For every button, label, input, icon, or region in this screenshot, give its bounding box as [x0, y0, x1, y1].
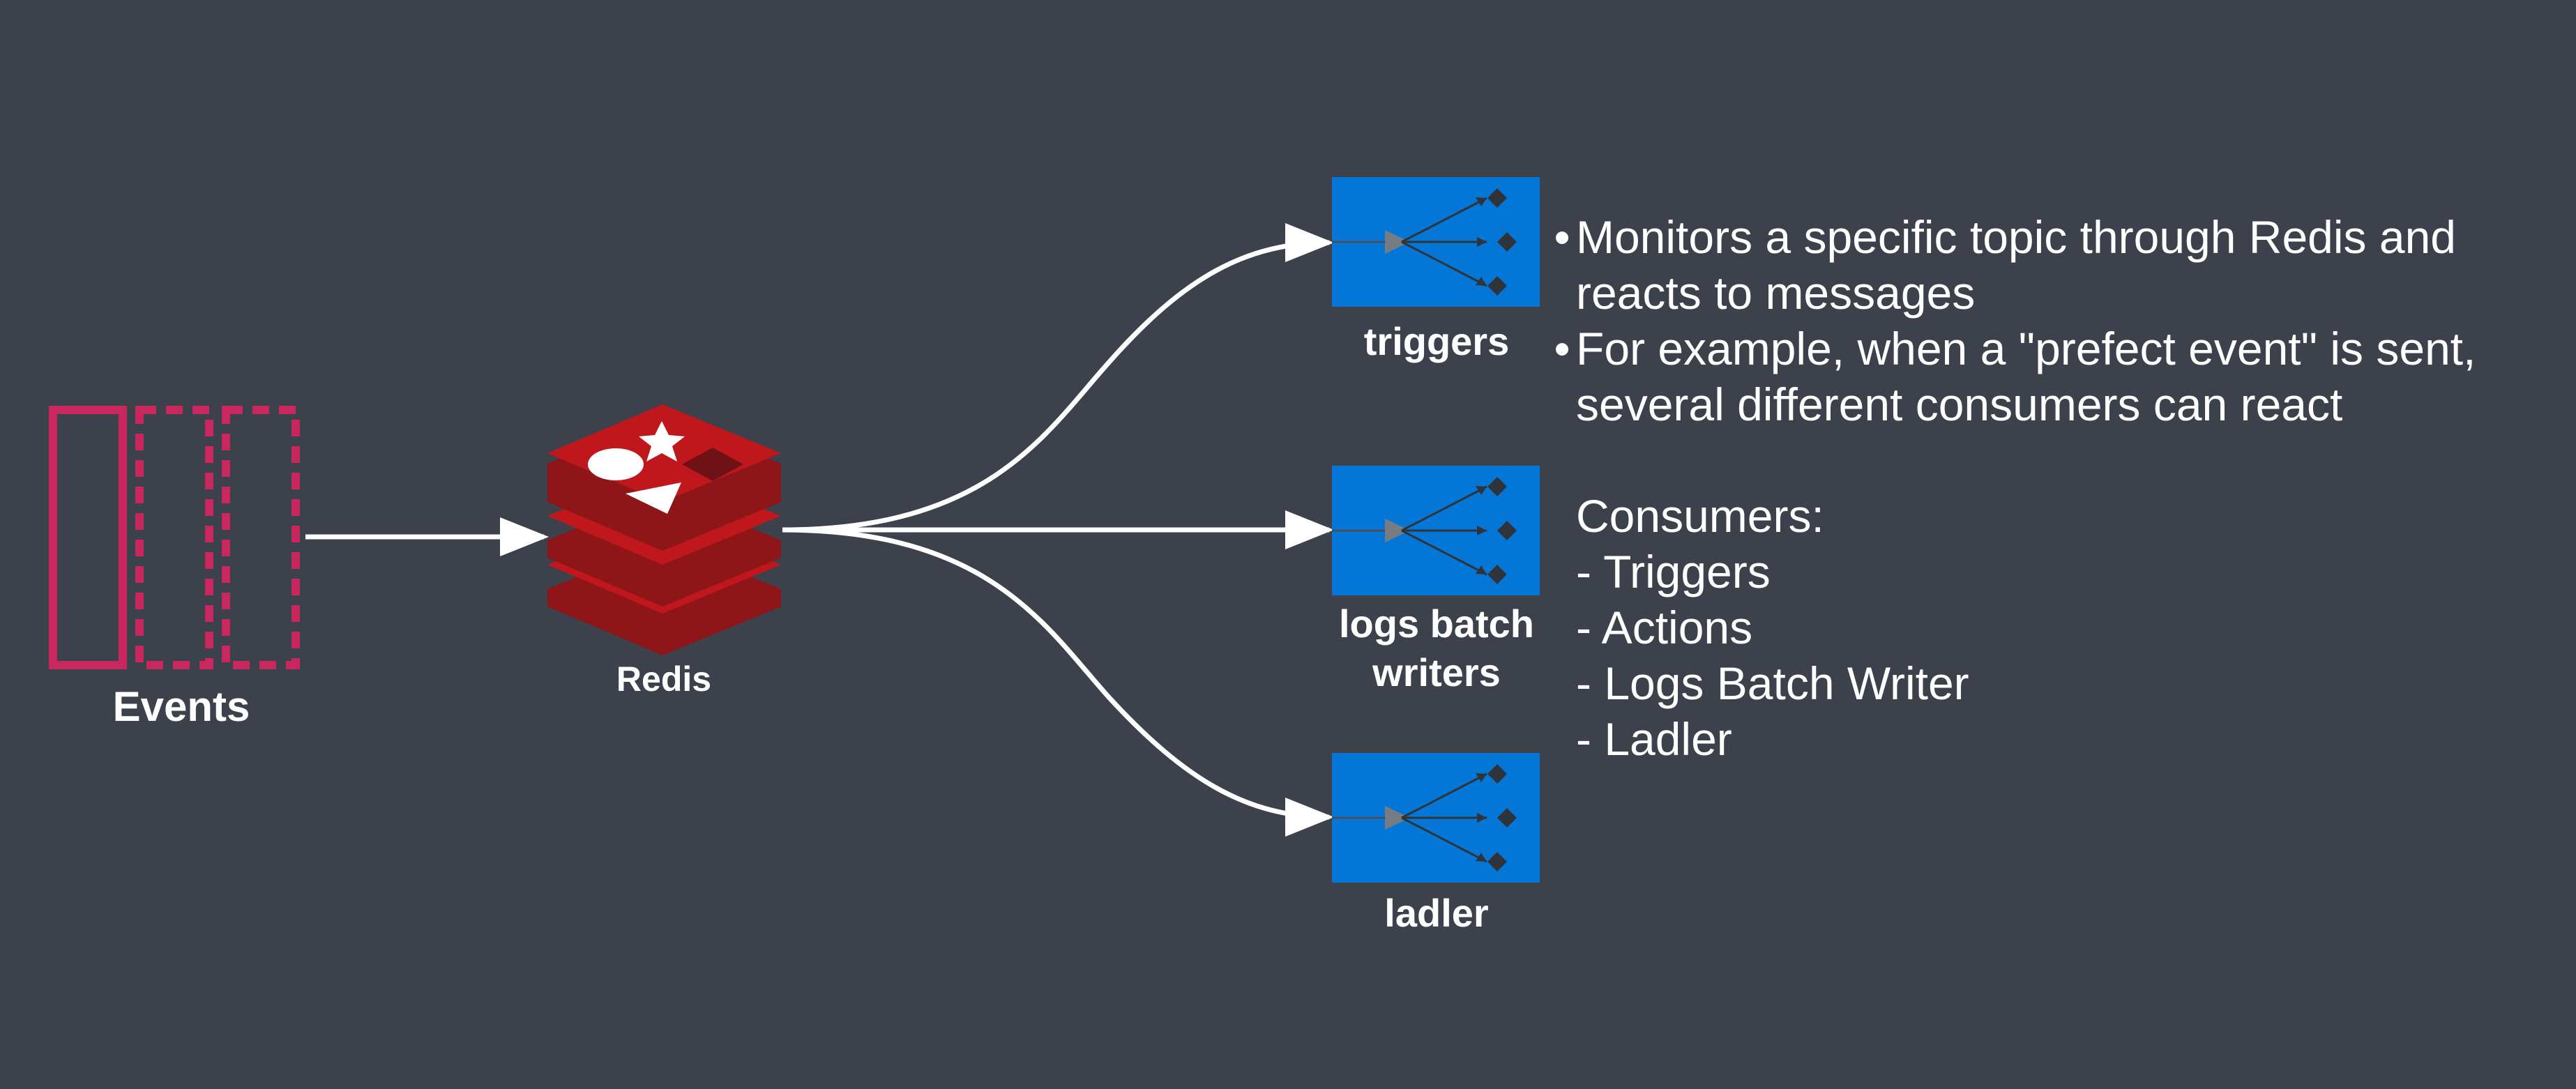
fan-out-icon	[1332, 764, 1517, 871]
edge-redis-to-ladler	[782, 527, 1334, 837]
redis-triangle-shape	[626, 482, 681, 514]
consumers-list: Consumers: - Triggers - Actions - Logs B…	[1548, 488, 2559, 767]
bullet-dot: •	[1554, 323, 1570, 374]
ladler-node	[1332, 753, 1540, 883]
redis-label: Redis	[616, 660, 712, 699]
consumers-heading: Consumers:	[1576, 490, 1824, 542]
description-notes: • Monitors a specific topic through Redi…	[1548, 209, 2559, 767]
redis-logo-icon	[547, 404, 781, 655]
bullet-text: For example, when a "prefect event" is s…	[1576, 323, 2476, 430]
triggers-node	[1332, 177, 1540, 307]
logs-batch-writers-label: logs batch writers	[1297, 600, 1576, 697]
bullet-text: Monitors a specific topic through Redis …	[1576, 211, 2456, 319]
events-label: Events	[112, 683, 250, 730]
consumers-list-item: - Logs Batch Writer	[1576, 657, 1969, 709]
logs-batch-writers-label-line-2: writers	[1372, 650, 1501, 694]
consumers-list-item: - Triggers	[1576, 546, 1771, 597]
events-solid-frame	[49, 406, 127, 669]
bullet-dot: •	[1554, 211, 1570, 263]
events-dashed-frame-2	[222, 406, 300, 669]
ladler-label: ladler	[1384, 891, 1489, 935]
consumers-list-item: - Ladler	[1576, 713, 1732, 765]
logs-batch-writers-node	[1332, 466, 1540, 595]
logs-batch-writers-label-line-1: logs batch	[1338, 602, 1535, 646]
consumers-list-item: - Actions	[1576, 602, 1753, 653]
fan-out-icon	[1332, 188, 1517, 296]
bullet-item: • Monitors a specific topic through Redi…	[1548, 209, 2559, 321]
events-dashed-frame-1	[135, 406, 213, 669]
events-icon	[49, 406, 300, 669]
redis-circle-shape	[588, 448, 644, 480]
redis-diamond-shape	[682, 448, 743, 481]
fan-out-icon	[1332, 477, 1517, 584]
triggers-label: triggers	[1363, 319, 1510, 363]
bullet-item: • For example, when a "prefect event" is…	[1548, 321, 2559, 432]
redis-star-shape	[639, 421, 685, 462]
edge-redis-to-triggers	[782, 223, 1334, 533]
